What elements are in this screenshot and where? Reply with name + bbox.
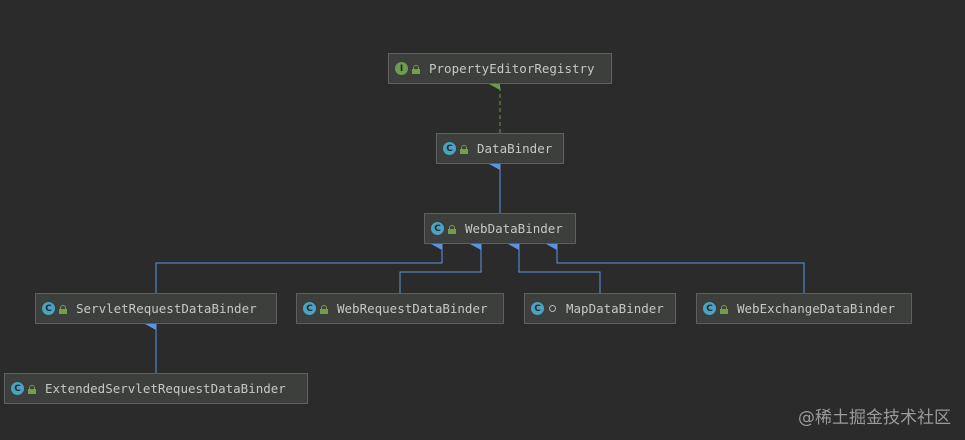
public-visibility-icon [59, 304, 67, 314]
site-watermark: @稀土掘金技术社区 [798, 408, 951, 428]
edge-servletrequestdatabinder-extends-webdatabinder [155, 238, 443, 293]
node-label: DataBinder [477, 141, 553, 156]
node-data-binder[interactable]: C DataBinder [436, 133, 564, 164]
class-icon: C [431, 222, 444, 235]
node-label: WebExchangeDataBinder [737, 301, 896, 316]
class-icon: C [531, 302, 544, 315]
class-icon: C [42, 302, 55, 315]
public-visibility-icon [448, 224, 456, 234]
node-web-exchange-data-binder[interactable]: C WebExchangeDataBinder [696, 293, 912, 324]
node-servlet-request-data-binder[interactable]: C ServletRequestDataBinder [35, 293, 277, 324]
interface-icon: I [395, 62, 408, 75]
edge-webexchangedatabinder-extends-webdatabinder [546, 238, 805, 293]
class-icon: C [703, 302, 716, 315]
node-web-request-data-binder[interactable]: C WebRequestDataBinder [296, 293, 504, 324]
edge-webrequestdatabinder-extends-webdatabinder [399, 238, 482, 293]
node-web-data-binder[interactable]: C WebDataBinder [424, 213, 576, 244]
node-label: ExtendedServletRequestDataBinder [45, 381, 286, 396]
node-label: PropertyEditorRegistry [429, 61, 595, 76]
node-label: WebDataBinder [465, 221, 563, 236]
node-label: MapDataBinder [566, 301, 664, 316]
public-visibility-icon [412, 64, 420, 74]
public-visibility-icon [720, 304, 728, 314]
class-icon: C [11, 382, 24, 395]
node-label: ServletRequestDataBinder [76, 301, 257, 316]
public-visibility-icon [320, 304, 328, 314]
edge-mapdatabinder-extends-webdatabinder [508, 238, 601, 293]
node-map-data-binder[interactable]: C MapDataBinder [524, 293, 676, 324]
node-label: WebRequestDataBinder [337, 301, 488, 316]
node-property-editor-registry[interactable]: I PropertyEditorRegistry [388, 53, 612, 84]
public-visibility-icon [28, 384, 36, 394]
public-visibility-icon [460, 144, 468, 154]
class-icon: C [303, 302, 316, 315]
package-private-visibility-icon [549, 305, 556, 312]
class-icon: C [443, 142, 456, 155]
node-extended-servlet-request-data-binder[interactable]: C ExtendedServletRequestDataBinder [4, 373, 308, 404]
